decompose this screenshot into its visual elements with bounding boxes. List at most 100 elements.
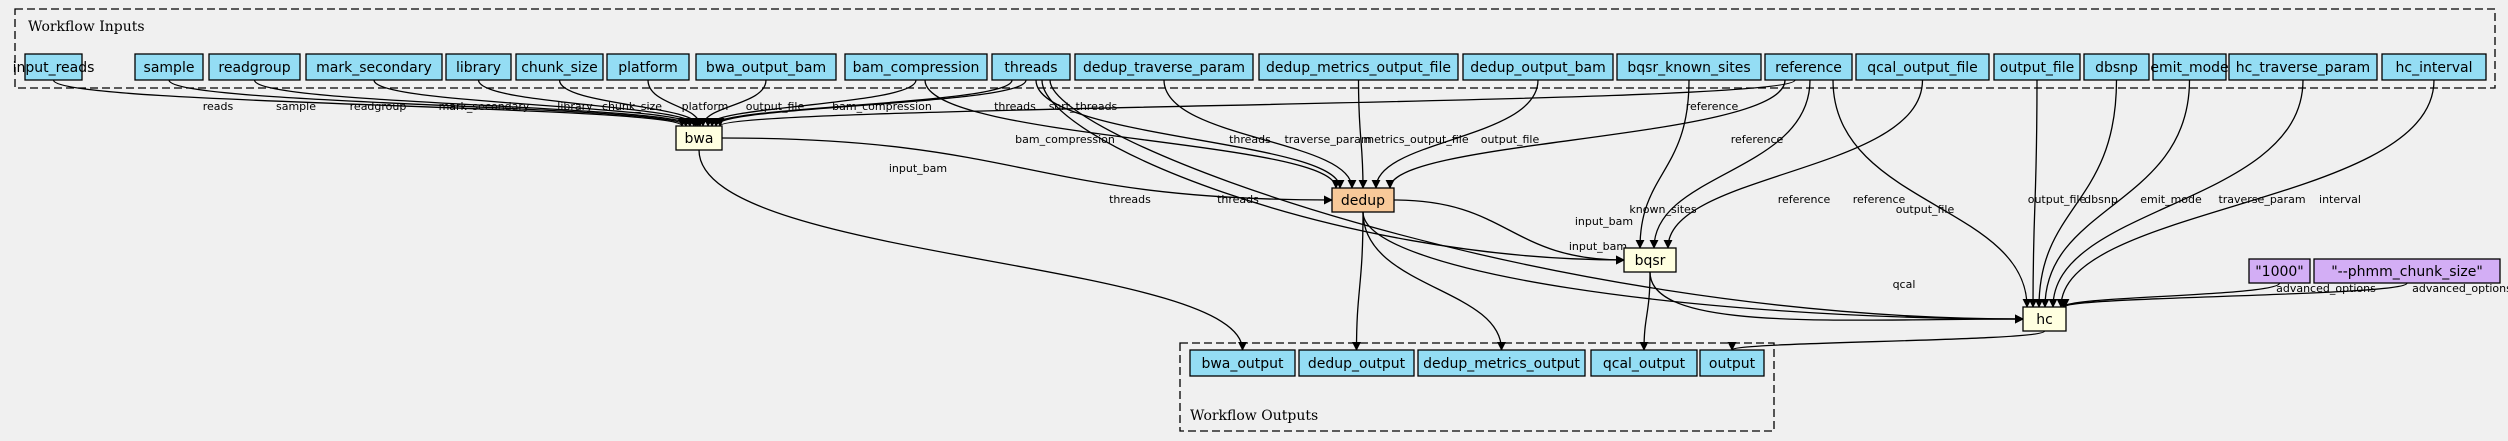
node-box [305, 53, 443, 81]
edge-dedup-to-bqsr [1393, 199, 1625, 265]
workflow-outputs-cluster [1179, 342, 1775, 432]
node-label: output_file [2000, 60, 2075, 76]
bwa-step-node: bwa [675, 125, 723, 151]
edge-hc-traverse-param-to-hc [2048, 79, 2304, 308]
node-box [1417, 349, 1586, 377]
dedup-step-node: dedup [1331, 187, 1395, 213]
node-box [1462, 53, 1614, 81]
node-label: dedup_traverse_param [1083, 60, 1245, 76]
node-box [1298, 349, 1415, 377]
node-box [2248, 258, 2311, 284]
node-box [2228, 53, 2378, 81]
edge-hc-interval-to-hc [2056, 79, 2435, 308]
edge-label: chunk_size [602, 100, 662, 113]
node-label: bam_compression [853, 60, 980, 76]
edge-bqsr-to-hc [1649, 271, 2024, 324]
bwa-output-bam-input-node: bwa_output_bam [695, 53, 837, 81]
edge-label: platform [682, 100, 729, 113]
node-box [1623, 247, 1677, 273]
node-label: mark_secondary [316, 60, 432, 76]
edge-label: dbsnp [2084, 193, 2118, 206]
edge-output-file-to-hc [2028, 79, 2038, 308]
edge-dbsnp-to-hc [2034, 79, 2118, 308]
node-box [1331, 187, 1395, 213]
node-box [1764, 53, 1853, 81]
output-output-node: output [1699, 349, 1765, 377]
qcal-output-output-node: qcal_output [1590, 349, 1698, 377]
edge-sample-to-bwa [168, 79, 691, 127]
node-label: bwa_output_bam [706, 60, 826, 76]
edge-readgroup-to-bwa [253, 79, 695, 127]
node-label: readgroup [218, 60, 290, 76]
hc-traverse-param-input-node: hc_traverse_param [2228, 53, 2378, 81]
workflow-inputs-title: Workflow Inputs [28, 19, 145, 35]
edge-label: output_file [1896, 203, 1955, 216]
edge-label: threads [1109, 193, 1151, 206]
node-box [2313, 258, 2501, 284]
node-label: reference [1775, 60, 1842, 76]
edge-label: reference [1731, 133, 1784, 146]
node-label: dedup_metrics_output [1423, 356, 1580, 372]
output-file-input-node: output_file [1993, 53, 2081, 81]
edge-label: reads [203, 100, 234, 113]
edge-reference-to-dedup [1385, 79, 1786, 189]
node-box [844, 53, 988, 81]
library-input-node: library [445, 53, 512, 81]
node-box [2022, 306, 2067, 332]
edge-reference-to-bwa [715, 79, 1796, 127]
edge-dedup-traverse-param-to-dedup [1163, 79, 1357, 189]
node-label: hc_traverse_param [2236, 60, 2370, 76]
edge-dedup-to-dedup-output [1352, 211, 1364, 351]
bam-compression-input-node: bam_compression [844, 53, 988, 81]
edge-label: emit_mode [2140, 193, 2202, 206]
edge-dedup-output-bam-to-dedup [1371, 79, 1539, 189]
bqsr-known-sites-input-node: bqsr_known_sites [1616, 53, 1762, 81]
node-label: sample [144, 60, 195, 76]
edge-label: reference [1853, 193, 1906, 206]
node-box [1074, 53, 1254, 81]
node-label: qcal_output_file [1867, 60, 1978, 76]
edge-bqsr-to-qcal-output [1639, 271, 1651, 351]
node-label: chunk_size [521, 60, 598, 76]
node-box [134, 53, 204, 81]
edge-dedup-to-dedup-metrics-output [1362, 211, 1506, 351]
edge-bwa-to-dedup [721, 137, 1333, 205]
const-1000-constant-node: "1000" [2248, 258, 2311, 284]
node-box [445, 53, 512, 81]
threads-input-node: threads [991, 53, 1071, 81]
hc-interval-input-node: hc_interval [2381, 53, 2487, 81]
edge-label: library [557, 100, 593, 113]
node-box [1699, 349, 1765, 377]
node-label: "--phmm_chunk_size" [2331, 264, 2483, 280]
edge-label: bam_compression [1015, 133, 1115, 146]
node-label: dedup_output_bam [1470, 60, 1605, 76]
node-label: platform [618, 60, 678, 76]
edge-input-reads-to-bwa [52, 79, 687, 127]
edge-label: threads [1217, 193, 1259, 206]
node-box [2083, 53, 2150, 81]
node-box [695, 53, 837, 81]
node-box [1855, 53, 1990, 81]
bqsr-step-node: bqsr [1623, 247, 1677, 273]
node-label: hc [2036, 312, 2053, 328]
platform-input-node: platform [606, 53, 690, 81]
edge-label: qcal [1893, 278, 1916, 291]
node-box [1189, 349, 1296, 377]
workflow-inputs-cluster [14, 8, 2496, 89]
dedup-metrics-output-file-input-node: dedup_metrics_output_file [1258, 53, 1459, 81]
node-box [1590, 349, 1698, 377]
node-label: "1000" [2255, 264, 2304, 280]
node-label: emit_mode [2150, 60, 2228, 76]
edge-threads-to-hc [1049, 79, 2024, 324]
node-label: bqsr [1635, 253, 1666, 269]
node-label: bwa_output [1201, 356, 1284, 372]
readgroup-input-node: readgroup [208, 53, 301, 81]
node-label: input_reads [13, 60, 95, 76]
edge-label: known_sites [1629, 203, 1696, 216]
workflow-outputs-title: Workflow Outputs [1190, 408, 1318, 424]
node-label: hc_interval [2396, 60, 2473, 76]
edge-label: input_bam [1575, 215, 1633, 228]
node-label: qcal_output [1603, 356, 1686, 372]
dedup-metrics-output-output-node: dedup_metrics_output [1417, 349, 1586, 377]
dedup-traverse-param-input-node: dedup_traverse_param [1074, 53, 1254, 81]
